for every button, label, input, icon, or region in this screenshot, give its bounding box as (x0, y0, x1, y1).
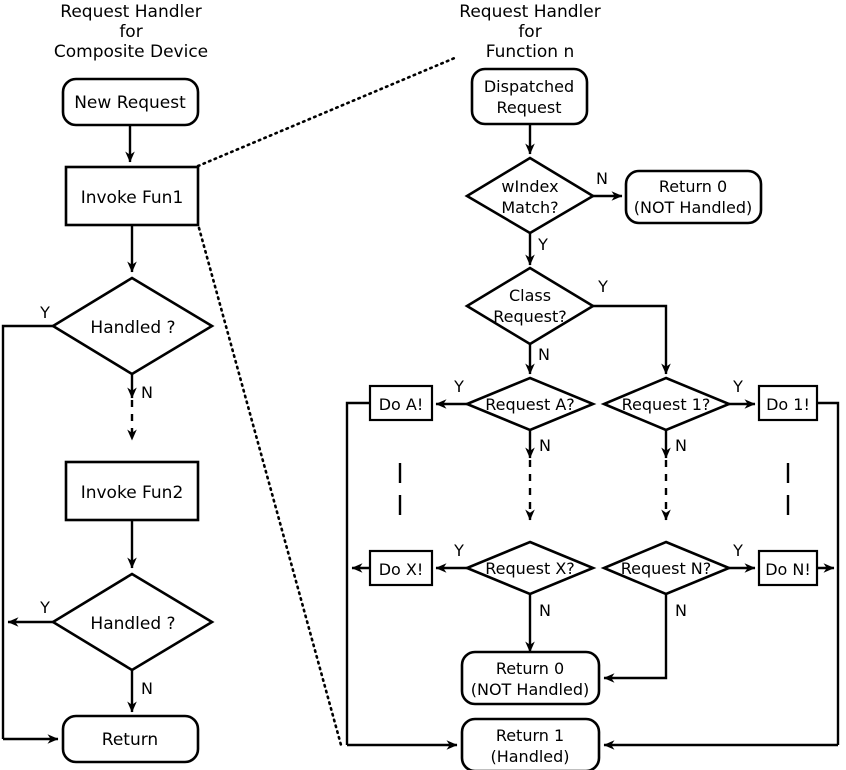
node-return0-bottom: Return 0 (NOT Handled) (460, 650, 601, 706)
new-request-label: New Request (74, 93, 186, 113)
right-title-line-3: Function n (486, 42, 575, 62)
do-x-shape (368, 549, 434, 587)
do-n-label: Do N! (765, 560, 811, 579)
left-title-line-2: for (119, 22, 142, 42)
invoke-fun1-shape (64, 165, 200, 227)
node-do-a: Do A! (368, 384, 434, 422)
windex-no-label: N (596, 169, 608, 188)
dispatched-request-label-2: Request (497, 98, 562, 117)
request-n-no-label: N (675, 601, 687, 620)
return1-bottom-shape (460, 717, 601, 770)
request-x-yes-label: Y (453, 541, 464, 560)
node-dispatched-request: Dispatched Request (470, 67, 589, 126)
node-handled-1: Handled ? (50, 276, 215, 376)
edge-handled1-yes-to-return (1, 324, 53, 739)
return0-top-shape (624, 169, 763, 225)
windex-match-label-1: wIndex (501, 177, 558, 196)
node-invoke-fun2: Invoke Fun2 (64, 460, 200, 522)
node-return: Return (61, 714, 200, 764)
return-shape (61, 714, 200, 764)
handled-1-yes-label: Y (39, 303, 50, 322)
request-n-label: Request N? (621, 559, 712, 578)
request-1-no-label: N (675, 436, 687, 455)
handled-2-yes-label: Y (39, 598, 50, 617)
handled-2-no-label: N (141, 679, 153, 698)
request-1-yes-label: Y (732, 377, 743, 396)
node-do-1: Do 1! (757, 384, 819, 422)
return0-top-label-1: Return 0 (659, 177, 727, 196)
right-title-line-2: for (518, 22, 541, 42)
do-x-label: Do X! (379, 560, 424, 579)
do-1-shape (757, 384, 819, 422)
node-request-x: Request X? (463, 540, 597, 596)
node-request-n: Request N? (600, 540, 733, 596)
node-handled-2: Handled ? (50, 572, 215, 672)
class-request-label-1: Class (509, 286, 551, 305)
windex-yes-label: Y (537, 235, 548, 254)
node-return0-top: Return 0 (NOT Handled) (624, 169, 763, 225)
request-n-yes-label: Y (732, 541, 743, 560)
invoke-fun1-label: Invoke Fun1 (81, 188, 184, 208)
do-a-shape (368, 384, 434, 422)
handled-1-no-label: N (141, 383, 153, 402)
node-new-request: New Request (61, 77, 200, 127)
return0-bottom-label-1: Return 0 (496, 659, 564, 678)
dispatched-request-label-1: Dispatched (484, 77, 574, 96)
left-title-line-1: Request Handler (60, 2, 201, 22)
handled-1-label: Handled ? (90, 318, 175, 338)
do-1-label: Do 1! (766, 395, 810, 414)
return0-bottom-shape (460, 650, 601, 706)
return0-top-label-2: (NOT Handled) (634, 198, 752, 217)
request-a-no-label: N (539, 436, 551, 455)
request-a-label: Request A? (485, 395, 575, 414)
node-request-a: Request A? (463, 376, 597, 432)
node-return1-bottom: Return 1 (Handled) (460, 717, 601, 770)
node-request-1: Request 1? (600, 376, 733, 432)
node-windex-match: wIndex Match? (464, 156, 596, 235)
request-1-label: Request 1? (622, 395, 711, 414)
return1-bottom-label-1: Return 1 (496, 726, 564, 745)
class-request-label-2: Request? (493, 307, 566, 326)
return-label: Return (102, 730, 158, 750)
edge-class-yes-to-request1 (593, 304, 671, 375)
request-x-no-label: N (539, 601, 551, 620)
class-no-label: N (538, 345, 550, 364)
edge-requestn-no-to-return0 (603, 594, 668, 683)
do-a-label: Do A! (379, 395, 424, 414)
invoke-fun2-label: Invoke Fun2 (81, 483, 184, 503)
return1-bottom-label-2: (Handled) (490, 747, 569, 766)
expansion-line-bottom (197, 226, 343, 747)
edge-doa-to-left-rail (345, 401, 370, 745)
return0-bottom-label-2: (NOT Handled) (471, 680, 589, 699)
class-request-shape (464, 266, 596, 346)
left-column-title: Request Handler for Composite Device (54, 2, 208, 62)
node-invoke-fun1: Invoke Fun1 (64, 165, 200, 227)
right-title-line-1: Request Handler (459, 2, 600, 22)
class-yes-label: Y (597, 277, 608, 296)
node-do-x: Do X! (368, 549, 434, 587)
expansion-line-top (196, 55, 459, 168)
request-a-yes-label: Y (453, 377, 464, 396)
request-x-label: Request X? (485, 559, 575, 578)
windex-match-label-2: Match? (501, 198, 558, 217)
node-class-request: Class Request? (464, 266, 596, 346)
right-column-title: Request Handler for Function n (459, 2, 600, 62)
edge-do1-to-right-rail (817, 401, 840, 745)
node-do-n: Do N! (757, 549, 819, 587)
handled-2-label: Handled ? (90, 614, 175, 634)
left-title-line-3: Composite Device (54, 42, 208, 62)
